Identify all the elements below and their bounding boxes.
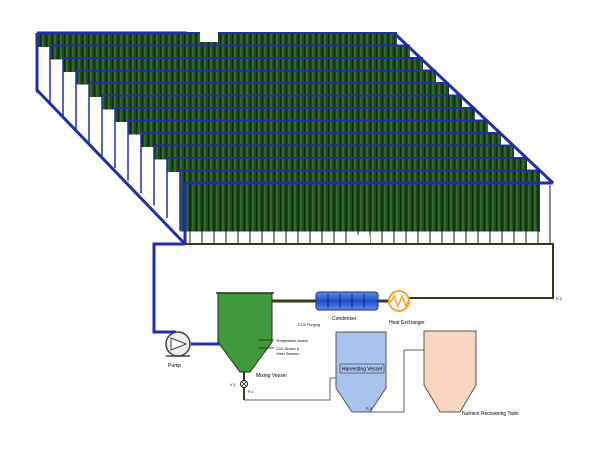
- tube-array: [35, 31, 555, 246]
- p1-label: P-1: [248, 390, 254, 394]
- array-gap-top: [200, 32, 218, 42]
- array-gap-bottom: [352, 235, 370, 244]
- heat-exchanger-coil: [389, 293, 409, 309]
- co2-purging-label: CO2 Purging: [298, 323, 320, 327]
- harvesting-vessel: Harvesting Vessel P-3: [335, 331, 387, 413]
- feed-pipe-blue: [152, 242, 185, 334]
- pump-symbol: [170, 337, 188, 351]
- mixing-vessel-body: [217, 292, 273, 373]
- valve-v1: V-1 P-1: [230, 380, 254, 394]
- tube-row: [102, 95, 462, 110]
- p3-label: P-3: [366, 407, 372, 411]
- harvest-line: [244, 377, 338, 401]
- nutrient-tank-body: [423, 330, 477, 413]
- tube-row: [154, 145, 514, 160]
- condenser: Condenser: [315, 291, 379, 322]
- harvesting-vessel-label: Harvesting Vessel: [342, 367, 382, 373]
- tube-rows: [36, 32, 551, 243]
- heat-exchanger: Heat Exchanger P-2: [388, 290, 562, 326]
- tube-row: [141, 133, 501, 147]
- tube-row: [167, 158, 527, 172]
- valve-v1-label: V-1: [230, 383, 236, 387]
- pump-label: Pump: [168, 363, 181, 369]
- tube-row: [63, 58, 423, 72]
- mixing-vessel-label: Mixing Vessel: [256, 373, 287, 379]
- tube-row: [76, 70, 436, 85]
- tube-row: [180, 170, 540, 232]
- pump: Pump: [165, 331, 191, 369]
- condenser-body: [315, 291, 379, 311]
- harvest-to-nutrient-line: [362, 349, 424, 413]
- tube-row: [128, 120, 488, 135]
- frame-left-edge: [35, 33, 187, 246]
- temperature-sensor-label: Temperature sensor: [276, 339, 309, 343]
- co2-sensor-label: CO2 Sensor &: [276, 347, 300, 351]
- condenser-label: Condenser: [332, 316, 357, 322]
- valve-v1-cross-b: [241, 381, 247, 387]
- mixing-vessel: Mixing Vessel Temperature sensor CO2 Sen…: [216, 292, 320, 379]
- tube-row: [50, 45, 410, 60]
- harvesting-vessel-label-box: [339, 363, 385, 374]
- return-pipe: [185, 243, 554, 299]
- heat-exchanger-label: Heat Exchanger: [389, 320, 425, 326]
- other-sensors-label: Other Sensors: [276, 352, 299, 356]
- nutrient-recovering-tank: Nutrient Recovering Tank: [423, 330, 519, 417]
- nutrient-tank-label: Nutrient Recovering Tank: [462, 411, 519, 417]
- tube-row: [89, 83, 449, 97]
- tube-row: [115, 108, 475, 122]
- p2-label: P-2: [556, 297, 562, 301]
- frame-right-edge: [392, 31, 555, 185]
